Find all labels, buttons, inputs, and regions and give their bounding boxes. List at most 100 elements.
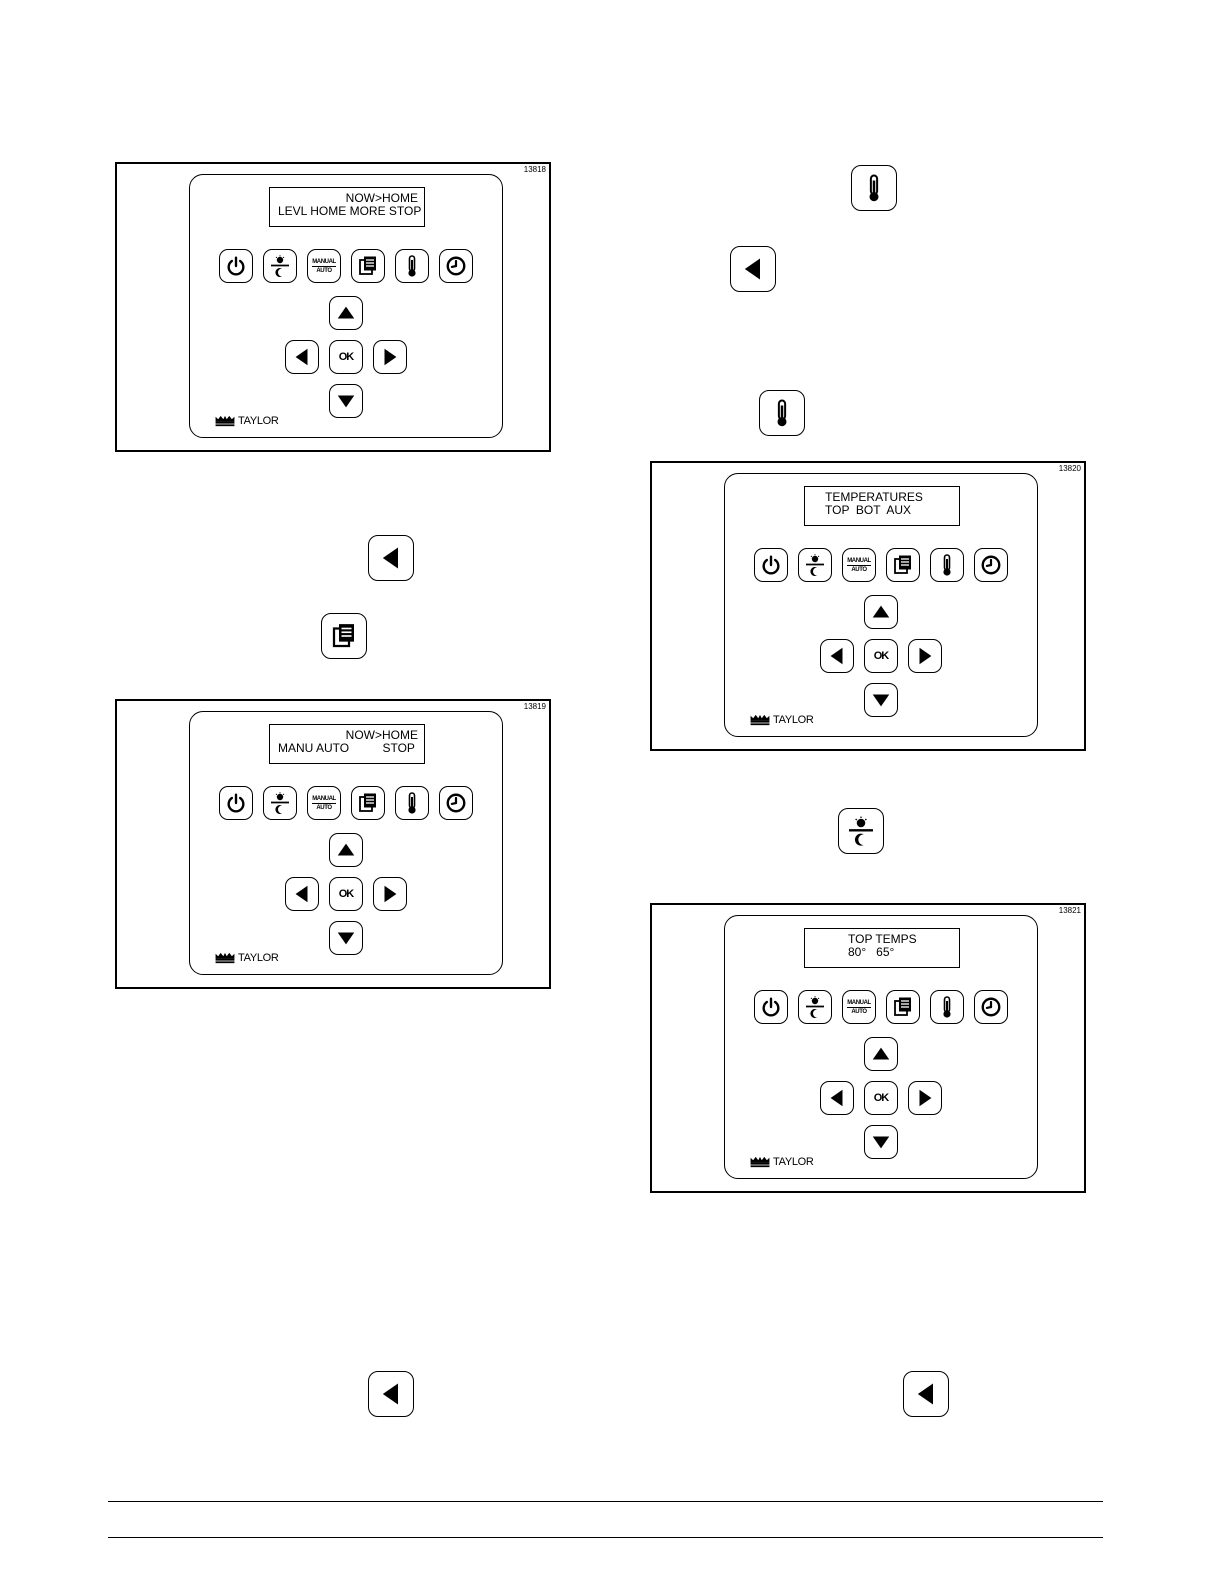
thermometer-icon — [859, 173, 889, 203]
clock-button[interactable] — [439, 786, 473, 820]
down-arrow-button[interactable] — [329, 921, 363, 955]
down-arrow-button[interactable] — [329, 384, 363, 418]
manual-auto-button[interactable]: MANUAL AUTO — [307, 786, 341, 820]
figure-13819: 13819 NOW>HOME MANU AUTO STOP MANUALAUTO… — [115, 699, 551, 989]
power-button[interactable] — [754, 990, 788, 1024]
ok-button[interactable]: OK — [864, 1081, 898, 1115]
power-icon — [225, 792, 247, 814]
arrow-right-icon — [914, 1087, 936, 1109]
arrow-up-icon — [870, 601, 892, 623]
temperature-button[interactable] — [395, 786, 429, 820]
figure-13818: 13818 NOW>HOME LEVL HOME MORE STOP MANUA… — [115, 162, 551, 452]
menu-icon — [329, 621, 359, 651]
taylor-logo: TAYLOR — [214, 952, 279, 964]
manual-auto-icon: MANUALAUTO — [312, 259, 336, 274]
up-arrow-button[interactable] — [329, 833, 363, 867]
ok-icon: OK — [339, 351, 354, 363]
right-arrow-button[interactable] — [908, 639, 942, 673]
arrow-left-icon — [291, 883, 313, 905]
manual-label: MANUAL — [312, 796, 336, 802]
up-arrow-button[interactable] — [864, 1037, 898, 1071]
clock-button[interactable] — [974, 548, 1008, 582]
left-arrow-button[interactable] — [285, 340, 319, 374]
arrow-down-icon — [870, 689, 892, 711]
menu-button[interactable] — [886, 990, 920, 1024]
down-arrow-button[interactable] — [864, 683, 898, 717]
down-arrow-button[interactable] — [864, 1125, 898, 1159]
menu-icon — [356, 254, 380, 278]
power-button[interactable] — [219, 786, 253, 820]
clock-icon — [980, 996, 1002, 1018]
crown-icon — [749, 714, 771, 726]
clock-icon — [980, 554, 1002, 576]
auto-label: AUTO — [847, 1009, 871, 1015]
thermometer-icon — [935, 553, 959, 577]
thermometer-icon — [767, 398, 797, 428]
ok-button[interactable]: OK — [329, 877, 363, 911]
right-arrow-button[interactable] — [908, 1081, 942, 1115]
thermometer-icon — [935, 995, 959, 1019]
figure-number: 13820 — [1059, 464, 1081, 473]
up-arrow-button[interactable] — [329, 296, 363, 330]
day-night-button[interactable] — [798, 990, 832, 1024]
menu-button[interactable] — [351, 249, 385, 283]
clock-icon — [445, 792, 467, 814]
inline-left-arrow-key — [730, 246, 776, 292]
manual-auto-icon: MANUAL AUTO — [312, 796, 336, 811]
lcd-display: TEMPERATURES TOP BOT AUX — [804, 486, 960, 526]
power-icon — [760, 554, 782, 576]
lcd-line-2: MANU AUTO STOP — [278, 742, 418, 755]
temperature-button[interactable] — [395, 249, 429, 283]
crown-icon — [749, 1156, 771, 1168]
day-night-icon — [803, 553, 827, 577]
left-arrow-button[interactable] — [820, 639, 854, 673]
taylor-logo: TAYLOR — [214, 415, 279, 427]
ok-button[interactable]: OK — [864, 639, 898, 673]
inline-day-night-key — [838, 808, 884, 854]
arrow-left-icon — [377, 1380, 405, 1408]
menu-button[interactable] — [351, 786, 385, 820]
menu-button[interactable] — [886, 548, 920, 582]
left-arrow-button[interactable] — [285, 877, 319, 911]
inline-left-arrow-key — [368, 1371, 414, 1417]
control-panel: TEMPERATURES TOP BOT AUX MANUALAUTO OK T… — [724, 473, 1038, 737]
day-night-button[interactable] — [263, 786, 297, 820]
brand-text: TAYLOR — [773, 1156, 814, 1168]
arrow-left-icon — [377, 544, 405, 572]
auto-label: AUTO — [312, 805, 336, 811]
right-arrow-button[interactable] — [373, 340, 407, 374]
ok-button[interactable]: OK — [329, 340, 363, 374]
up-arrow-button[interactable] — [864, 595, 898, 629]
footer-rule-bottom — [108, 1537, 1103, 1538]
manual-label: MANUAL — [847, 1000, 871, 1006]
inline-temperature-key — [759, 390, 805, 436]
left-arrow-button[interactable] — [820, 1081, 854, 1115]
power-button[interactable] — [219, 249, 253, 283]
lcd-display: NOW>HOME LEVL HOME MORE STOP — [269, 187, 425, 227]
power-button[interactable] — [754, 548, 788, 582]
arrow-up-icon — [870, 1043, 892, 1065]
ok-icon: OK — [874, 1092, 889, 1104]
manual-auto-button[interactable]: MANUAL AUTO — [842, 990, 876, 1024]
inline-temperature-key — [851, 165, 897, 211]
power-icon — [760, 996, 782, 1018]
right-arrow-button[interactable] — [373, 877, 407, 911]
inline-left-arrow-key — [368, 535, 414, 581]
arrow-up-icon — [335, 839, 357, 861]
menu-icon — [356, 791, 380, 815]
temperature-button[interactable] — [930, 990, 964, 1024]
day-night-button[interactable] — [263, 249, 297, 283]
clock-button[interactable] — [439, 249, 473, 283]
temperature-button[interactable] — [930, 548, 964, 582]
brand-text: TAYLOR — [238, 415, 279, 427]
clock-button[interactable] — [974, 990, 1008, 1024]
day-night-button[interactable] — [798, 548, 832, 582]
manual-label: MANUAL — [312, 259, 336, 265]
arrow-right-icon — [914, 645, 936, 667]
arrow-left-icon — [912, 1380, 940, 1408]
arrow-down-icon — [335, 927, 357, 949]
menu-icon — [891, 553, 915, 577]
